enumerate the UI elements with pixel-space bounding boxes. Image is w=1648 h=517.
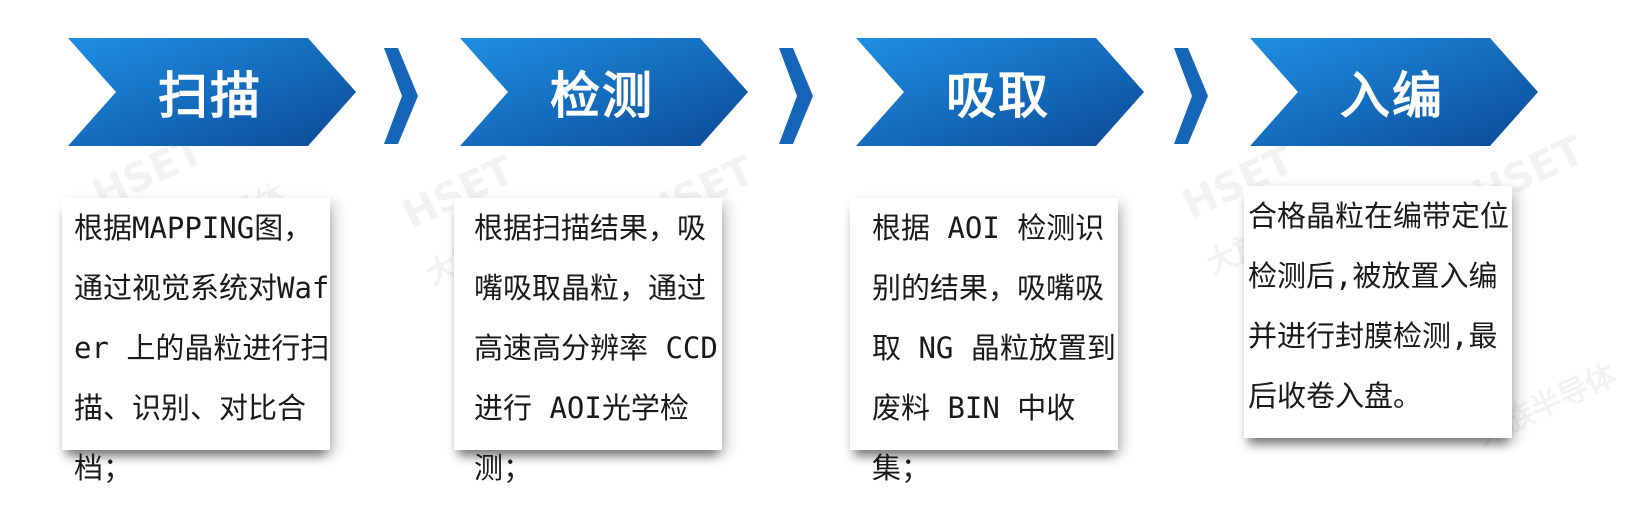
step-chevron: 扫描 (60, 38, 360, 146)
chevron-arrow-icon (68, 38, 356, 146)
process-step-scan: 扫描 根据MAPPING图，通过视觉系统对Wafer 上的晶粒进行扫描、识别、对… (60, 0, 360, 517)
step-description-card: 根据扫描结果，吸嘴吸取晶粒，通过高速高分辨率 CCD 进行 AOI光学检测； (454, 198, 722, 485)
chevron-arrow-icon (1250, 38, 1538, 146)
step-chevron: 检测 (452, 38, 752, 146)
chevron-arrow-icon (460, 38, 748, 146)
process-step-pick: 吸取 根据 AOI 检测识别的结果，吸嘴吸取 NG 晶粒放置到废料 BIN 中收… (848, 0, 1148, 517)
step-description: 根据MAPPING图，通过视觉系统对Wafer 上的晶粒进行扫描、识别、对比合档… (74, 211, 330, 485)
step-description-card: 合格晶粒在编带定位检测后,被放置入编并进行封膜检测,最后收卷入盘。 (1244, 186, 1512, 438)
step-description: 合格晶粒在编带定位检测后,被放置入编并进行封膜检测,最后收卷入盘。 (1248, 199, 1510, 413)
step-title: 入编 (1340, 67, 1444, 125)
step-chevron: 入编 (1242, 38, 1542, 146)
step-description: 根据 AOI 检测识别的结果，吸嘴吸取 NG 晶粒放置到废料 BIN 中收集； (872, 211, 1116, 485)
step-description-card: 根据 AOI 检测识别的结果，吸嘴吸取 NG 晶粒放置到废料 BIN 中收集； (850, 198, 1118, 485)
chevron-arrow-icon (856, 38, 1144, 146)
process-step-inspect: 检测 根据扫描结果，吸嘴吸取晶粒，通过高速高分辨率 CCD 进行 AOI光学检测… (452, 0, 752, 517)
step-chevron: 吸取 (848, 38, 1148, 146)
step-description: 根据扫描结果，吸嘴吸取晶粒，通过高速高分辨率 CCD 进行 AOI光学检测； (474, 211, 736, 485)
separator-chevron-icon (1170, 48, 1210, 144)
step-title: 扫描 (158, 67, 262, 125)
separator-chevron-icon (380, 48, 420, 144)
step-description-card: 根据MAPPING图，通过视觉系统对Wafer 上的晶粒进行扫描、识别、对比合档… (62, 198, 330, 485)
process-step-tape: 入编 合格晶粒在编带定位检测后,被放置入编并进行封膜检测,最后收卷入盘。 (1242, 0, 1542, 517)
separator-chevron-icon (775, 48, 815, 144)
step-title: 吸取 (946, 67, 1050, 125)
step-title: 检测 (550, 67, 654, 125)
